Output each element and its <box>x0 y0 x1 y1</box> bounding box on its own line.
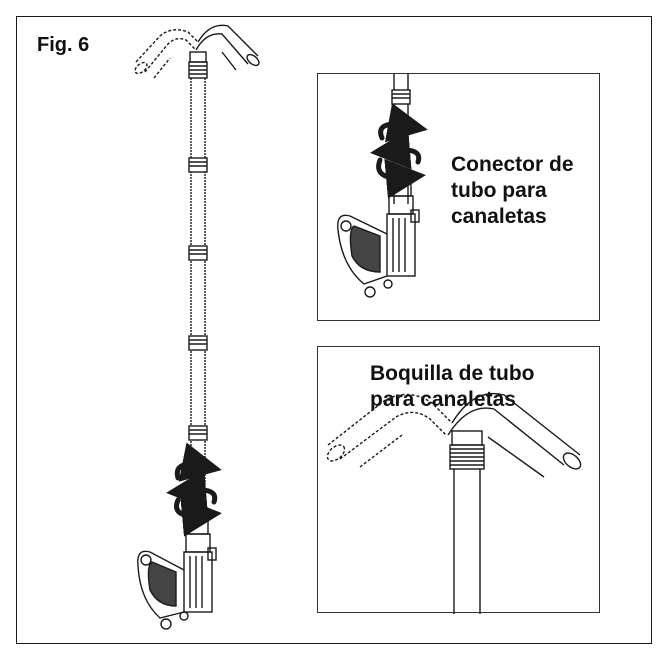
caption-line: Boquilla de tubo <box>370 362 535 385</box>
gutter-nozzle-icon <box>134 24 260 79</box>
caption-line: canaletas <box>451 205 547 228</box>
rotation-arrows-icon <box>370 102 428 199</box>
gutter-nozzle-icon <box>326 392 582 614</box>
connector-caption: Conector de tubo para canaletas <box>451 152 601 230</box>
connector-inset: Conector de tubo para canaletas <box>317 73 600 321</box>
connector-illustration <box>337 74 428 298</box>
nozzle-caption: Boquilla de tubo para canaletas <box>370 361 560 413</box>
rotation-arrows-icon <box>166 442 222 537</box>
caption-line: para canaletas <box>370 388 516 411</box>
caption-line: tubo para <box>451 179 547 202</box>
nozzle-inset: Boquilla de tubo para canaletas <box>317 346 600 614</box>
caption-line: Conector de <box>451 153 574 176</box>
nozzle-illustration <box>326 392 582 614</box>
extension-pole <box>188 78 208 510</box>
vacuum-handle-icon <box>337 181 420 298</box>
vacuum-handle-icon <box>137 519 217 630</box>
figure-label: Fig. 6 <box>37 34 90 56</box>
